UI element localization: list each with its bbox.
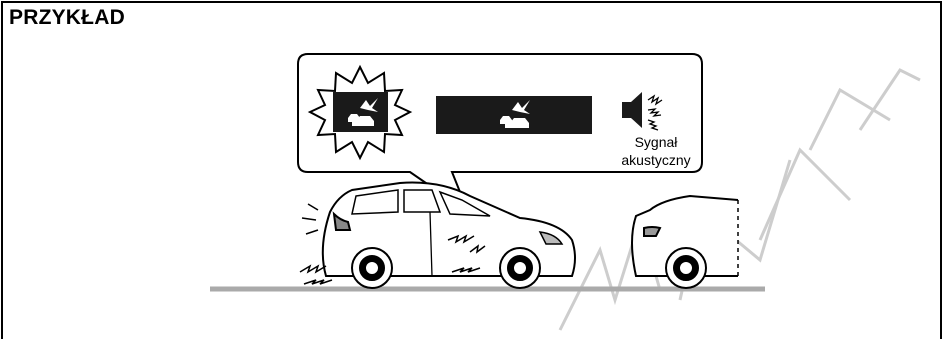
sound-label-line2: akustyczny: [621, 152, 690, 168]
vehicle-sedan: [632, 196, 738, 288]
sound-label-line1: Sygnał: [635, 134, 679, 150]
vehicle-suv: [323, 183, 575, 288]
collision-display-icon: [436, 96, 592, 134]
